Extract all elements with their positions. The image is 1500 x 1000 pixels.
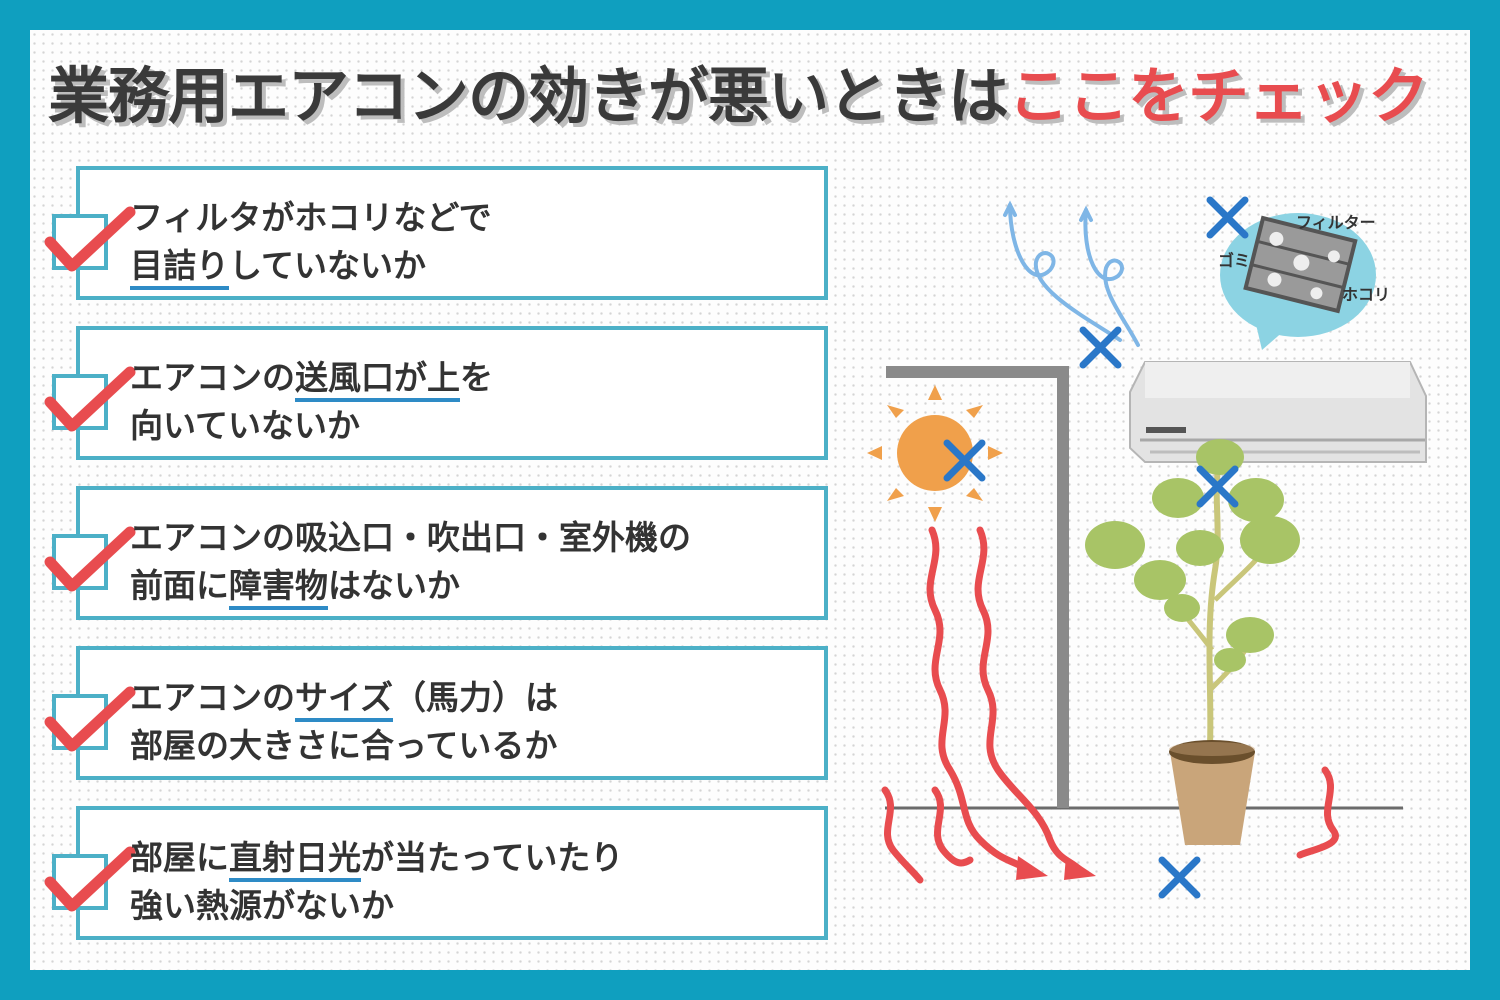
underlined-keyword: 送風口が上 [295,358,460,402]
filter-bubble: フィルター ゴミ ホコリ [1218,213,1390,350]
card-line-2: 前面に障害物はないか [130,566,460,610]
card-line-1: エアコンのサイズ（馬力）は [130,678,558,722]
illustration: フィルター ゴミ ホコリ [867,196,1427,899]
arrow-heads [1016,856,1096,880]
underlined-keyword: サイズ [295,678,394,722]
bubble-label-dust: ゴミ [1218,251,1250,270]
plant-icon [1085,439,1300,845]
title-main: 業務用エアコンの効きが悪いときは [48,61,1009,132]
check-card-3: エアコンの吸込口・吹出口・室外機の 前面に障害物はないか [44,486,828,620]
checkmark-icon [44,206,136,272]
cross-mark-icon [943,196,1249,899]
checkmark-icon [44,526,136,592]
card-line-2: 部屋の大きさに合っているか [130,726,558,765]
wall-frame [886,366,1069,808]
card-line-2: 向いていないか [130,406,361,445]
sun-icon [867,385,1003,522]
check-card-2: エアコンの送風口が上を 向いていないか [44,326,828,460]
air-conditioner-icon [1129,361,1427,463]
filter-icon [1243,215,1358,314]
title-accent: ここをチェック [1008,61,1429,132]
check-card-1: フィルタがホコリなどで 目詰りしていないか [44,166,828,300]
airflow-icon [1003,200,1140,347]
bubble-label-filter: フィルター [1296,213,1376,232]
checkmark-icon [44,686,136,752]
card-line-2: 目詰りしていないか [130,246,426,290]
underlined-keyword: 障害物 [229,566,328,610]
checkmark-icon [44,846,136,912]
check-card-5: 部屋に直射日光が当たっていたり 強い熱源がないか [44,806,828,940]
heat-wave-icon [881,526,1339,884]
page-title: 業務用エアコンの効きが悪いときはここをチェック [48,52,1468,142]
checkmark-icon [44,366,136,432]
underlined-keyword: 直射日光 [229,838,361,882]
card-line-1: エアコンの送風口が上を [130,358,493,402]
check-card-4: エアコンのサイズ（馬力）は 部屋の大きさに合っているか [44,646,828,780]
card-line-1: エアコンの吸込口・吹出口・室外機の [130,518,691,557]
card-line-1: フィルタがホコリなどで [130,198,492,237]
card-line-2: 強い熱源がないか [130,886,394,925]
underlined-keyword: 目詰り [130,246,229,290]
bubble-label-hokori: ホコリ [1342,285,1390,304]
card-line-1: 部屋に直射日光が当たっていたり [130,838,623,882]
